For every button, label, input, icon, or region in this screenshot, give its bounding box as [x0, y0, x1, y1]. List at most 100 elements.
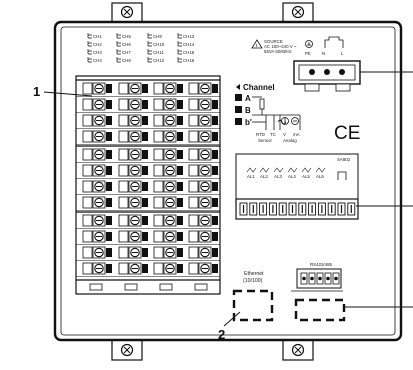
terminal-screw-slot [118, 180, 129, 193]
sensor-type-tc: TC [270, 132, 276, 137]
terminal-screw-slot [153, 98, 164, 111]
terminal-screw-slot [153, 196, 164, 209]
terminal-screw-slot [82, 130, 93, 143]
channel-legend-label: CH15 [183, 50, 195, 55]
terminal-clamp [212, 182, 218, 191]
terminal-clamp [106, 150, 112, 159]
terminal-screw-slot [188, 196, 199, 209]
terminal-screw-slot [82, 180, 93, 193]
channel-legend-icon [116, 57, 121, 63]
terminal-clamp [142, 132, 148, 141]
terminal-screw-slot [188, 164, 199, 177]
callout-2-label: 2 [218, 327, 225, 342]
ethernet-label: Ethernet [244, 271, 264, 277]
terminal-screw-slot [188, 180, 199, 193]
terminal-b-square [235, 106, 242, 113]
terminal-screw-slot [82, 114, 93, 127]
terminal-screw-slot [118, 164, 129, 177]
channel-legend-icon [116, 33, 121, 39]
source-rating-2: 55VA 50/60Hz [264, 49, 292, 54]
terminal-clamp [106, 84, 112, 93]
callout-1: 1 [33, 84, 93, 99]
channel-legend-icon [147, 33, 152, 39]
terminal-screw-slot [153, 262, 164, 275]
channel-legend-label: CH16 [183, 58, 195, 63]
channel-legend-icon [177, 33, 182, 39]
terminal-clamp [177, 100, 183, 109]
terminal-screw-slot [188, 82, 199, 95]
terminal-clamp [177, 216, 183, 225]
terminal-clamp [106, 100, 112, 109]
source-label: SOURCE [264, 39, 283, 44]
alarm-label: AL1 [247, 174, 255, 179]
sensor-caption: Sensor [258, 138, 272, 143]
terminal-screw-slot [82, 196, 93, 209]
terminal-clamp [142, 182, 148, 191]
alarm-label: AL5 [302, 174, 310, 179]
channel-legend-icon [116, 41, 121, 47]
channel-legend-label: CH11 [153, 50, 164, 55]
alarm-header: SA802 [337, 157, 351, 162]
power-source-info: ! SOURCE AC 100~240 V ~ 55VA 50/60Hz PE … [251, 36, 344, 56]
terminal-screw-slot [82, 164, 93, 177]
terminal-clamp [142, 100, 148, 109]
sensor-type-v: V [283, 132, 286, 137]
terminal-clamp [106, 182, 112, 191]
terminal-clamp [177, 116, 183, 125]
terminal-screw-slot [82, 262, 93, 275]
bottom-mounting-bracket-right [282, 337, 314, 361]
terminal-clamp [106, 198, 112, 207]
terminal-clamp [212, 264, 218, 273]
warning-mark: ! [256, 43, 258, 48]
terminal-clamp [212, 116, 218, 125]
terminal-clamp [142, 166, 148, 175]
alarm-terminal-block [235, 198, 359, 220]
terminal-clamp [212, 198, 218, 207]
terminal-screw-slot [153, 148, 164, 161]
terminal-screw-slot [118, 114, 129, 127]
terminal-screw-slot [153, 114, 164, 127]
terminal-clamp [212, 150, 218, 159]
sensor-type-ma: mA [293, 132, 300, 137]
terminal-b-prime-label: b' [245, 118, 252, 127]
terminal-clamp [177, 182, 183, 191]
callout-2: 2 [218, 311, 241, 342]
top-mounting-bracket-left [111, 2, 143, 26]
terminal-screw-slot [118, 82, 129, 95]
ground-icon [305, 40, 313, 48]
terminal-screw-slot [118, 262, 129, 275]
terminal-screw-slot [118, 246, 129, 259]
terminal-screw-slot [153, 82, 164, 95]
terminal-clamp [177, 150, 183, 159]
channel-legend-icon [116, 49, 121, 55]
sensor-wiring-icon [252, 96, 301, 130]
ethernet-speed-label: (10/100) [243, 278, 263, 284]
relay-icon [337, 171, 347, 180]
terminal-screw-slot [153, 214, 164, 227]
terminal-screw-slot [188, 262, 199, 275]
terminal-screw-slot [153, 130, 164, 143]
terminal-screw-slot [153, 164, 164, 177]
alarm-label: AL6 [316, 174, 324, 179]
channel-legend-icon [147, 49, 152, 55]
channel-legend-label: CH4 [93, 58, 102, 63]
terminal-l: L [341, 51, 344, 56]
terminal-screw-slot [188, 230, 199, 243]
ce-mark: CE [334, 123, 360, 144]
terminal-clamp [212, 248, 218, 257]
terminal-screw-slot [82, 246, 93, 259]
terminal-clamp [177, 198, 183, 207]
channel-legend-icon [147, 41, 152, 47]
terminal-clamp [106, 116, 112, 125]
ethernet-port [232, 289, 274, 322]
terminal-screw-slot [82, 98, 93, 111]
terminal-clamp [142, 150, 148, 159]
sensor-type-rtd: RTD [256, 132, 265, 137]
warning-icon [251, 39, 263, 49]
channel-legend-label: CH13 [183, 34, 195, 39]
terminal-clamp [177, 84, 183, 93]
terminal-screw-slot [82, 214, 93, 227]
channel-legend-label: CH5 [122, 34, 131, 39]
terminal-clamp [106, 264, 112, 273]
